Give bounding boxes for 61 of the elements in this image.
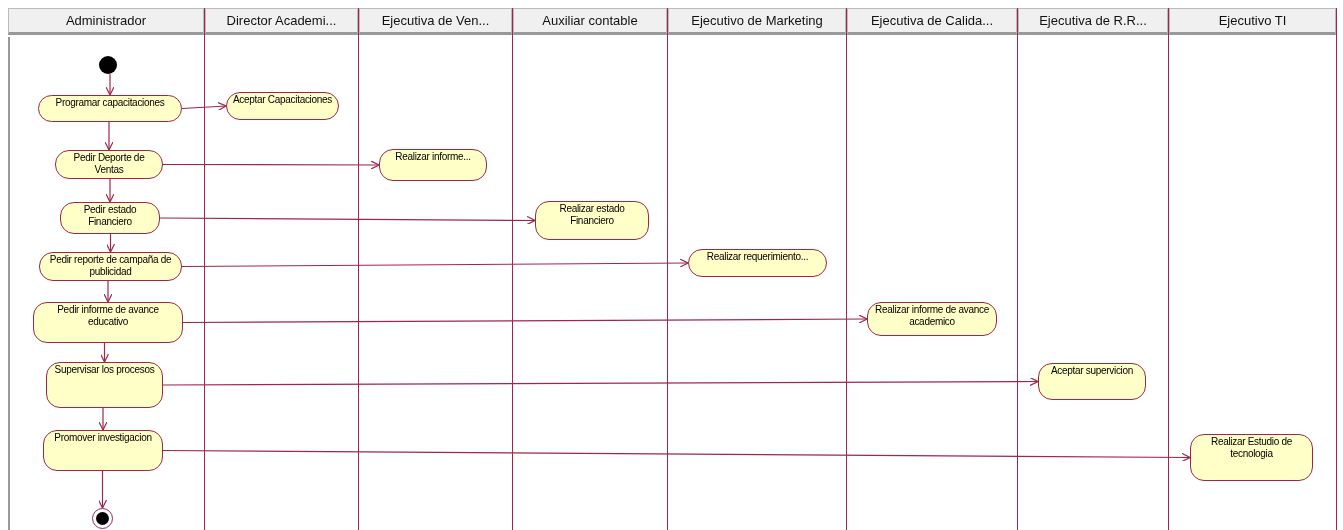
arrow xyxy=(103,280,113,303)
activity-label: Aceptar supervicion xyxy=(1050,365,1134,377)
activity-node xyxy=(43,430,163,471)
activity-node xyxy=(33,302,183,343)
lane-header: Administrador xyxy=(8,8,204,35)
activity-node xyxy=(1038,363,1146,400)
activity-label: Pedir estado Financiero xyxy=(82,204,138,228)
lane-header: Ejecutivo de Marketing xyxy=(668,8,846,35)
activity-label: Promover investigacion xyxy=(54,432,152,444)
swimlane xyxy=(359,8,513,530)
activity-node xyxy=(226,92,339,120)
lane-header: Ejecutiva de Ven... xyxy=(359,8,512,35)
lane-header: Ejecutiva de R.R... xyxy=(1018,8,1168,35)
arrow xyxy=(181,258,689,268)
activity-node xyxy=(1190,434,1313,481)
activity-node xyxy=(688,249,827,277)
lane-header: Director Academi... xyxy=(205,8,358,35)
swimlane xyxy=(513,8,668,530)
activity-node xyxy=(867,302,997,336)
activity-node xyxy=(60,202,160,234)
activity-node xyxy=(46,362,163,408)
activity-node xyxy=(379,149,487,181)
arrow xyxy=(105,233,116,253)
arrow xyxy=(162,376,1039,387)
initial-node xyxy=(99,56,117,74)
activity-label: Supervisar los procesos xyxy=(54,364,155,376)
arrow xyxy=(98,407,108,431)
arrow xyxy=(105,178,115,203)
activity-label: Realizar informe de avance academico xyxy=(874,304,990,328)
swimlane xyxy=(1018,8,1169,530)
activity-label: Aceptar Capacitaciones xyxy=(233,94,332,106)
arrow xyxy=(97,470,108,509)
swimlane xyxy=(8,8,205,530)
arrow xyxy=(99,342,110,363)
arrow xyxy=(162,449,1191,463)
arrow xyxy=(162,160,380,170)
activity-label: Realizar estado Financiero xyxy=(558,203,626,227)
swimlane xyxy=(668,8,847,530)
activity-node xyxy=(55,150,163,179)
activity-label: Realizar requerimiento... xyxy=(706,251,809,263)
arrow xyxy=(181,101,227,112)
activity-label: Pedir Deporte de Ventas xyxy=(72,152,146,176)
lane-header: Ejecutivo TI xyxy=(1169,8,1336,35)
final-node xyxy=(92,508,113,529)
arrow xyxy=(105,73,115,96)
activity-label: Pedir informe de avance educativo xyxy=(56,304,160,328)
activity-node xyxy=(38,95,182,122)
swimlane xyxy=(847,8,1018,530)
activity-label: Realizar Estudio de tecnologia xyxy=(1210,436,1293,460)
arrow xyxy=(182,314,868,324)
activity-label: Realizar informe... xyxy=(395,151,471,163)
lane-header: Ejecutiva de Calida... xyxy=(847,8,1017,35)
lane-header: Auxiliar contable xyxy=(513,8,667,35)
activity-node xyxy=(39,252,182,281)
swimlane xyxy=(1169,8,1337,530)
arrow xyxy=(104,121,114,151)
activity-node xyxy=(535,201,649,240)
activity-label: Programar capacitaciones xyxy=(55,97,165,109)
activity-label: Pedir reporte de campaña de publicidad xyxy=(48,254,173,278)
swimlane xyxy=(205,8,359,530)
arrow xyxy=(159,215,536,226)
